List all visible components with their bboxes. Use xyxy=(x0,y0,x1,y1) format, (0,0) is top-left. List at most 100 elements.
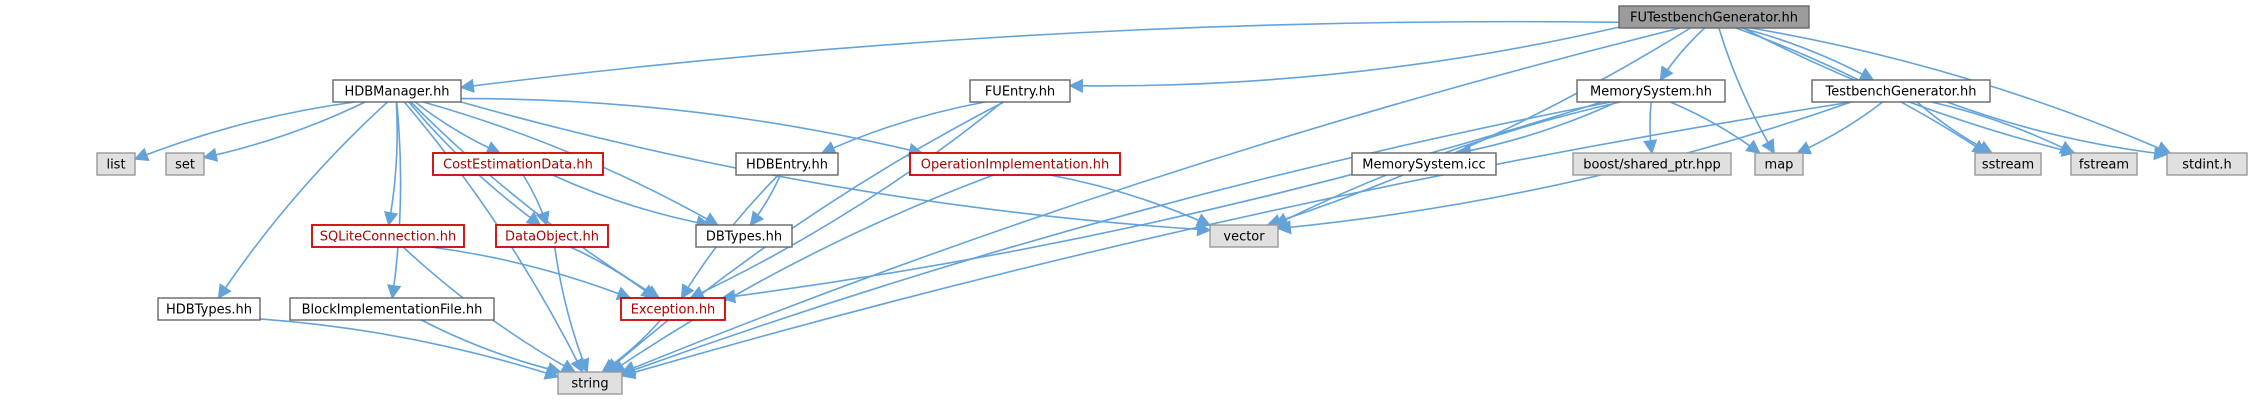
edge-testbenchgenerator-hh-to-string xyxy=(620,101,1852,380)
node-dbtypes-hh[interactable]: DBTypes.hh xyxy=(695,224,793,248)
edge-testbenchgenerator-hh-to-sstream xyxy=(1916,101,1994,154)
edge-hdbmanager-hh-to-costestimationdata-hh xyxy=(414,101,502,155)
node-label: DBTypes.hh xyxy=(706,230,782,245)
edge-memorysystem-hh-to-boost-shared-ptr-hpp xyxy=(1642,101,1658,155)
edge-fu-testbench-generator-hh-to-hdbmanager-hh xyxy=(459,20,1620,93)
edge-testbenchgenerator-hh-to-vector xyxy=(1276,101,1852,235)
edge-testbenchgenerator-hh-to-map xyxy=(1796,101,1884,155)
edge-operationimplementation-hh-to-string xyxy=(610,174,994,373)
node-fstream: fstream xyxy=(2070,152,2138,176)
node-testbenchgenerator-hh[interactable]: TestbenchGenerator.hh xyxy=(1811,79,1991,103)
edge-fu-testbench-generator-hh-to-memorysystem-hh xyxy=(1659,27,1706,82)
node-hdbtypes-hh[interactable]: HDBTypes.hh xyxy=(157,297,261,321)
node-box xyxy=(289,297,495,321)
node-vector: vector xyxy=(1209,224,1279,248)
edge-memorysystem-hh-to-string xyxy=(620,101,1612,377)
node-label: vector xyxy=(1223,230,1265,245)
node-exception-hh[interactable]: Exception.hh xyxy=(620,297,726,321)
node-label: map xyxy=(1765,158,1794,173)
node-box xyxy=(1974,152,2042,176)
edge-fu-testbench-generator-hh-to-fuentry-hh xyxy=(1068,26,1620,94)
edge-fu-testbench-generator-hh-to-testbenchgenerator-hh xyxy=(1741,27,1875,81)
node-label: MemorySystem.hh xyxy=(1590,85,1712,100)
node-memorysystem-hh[interactable]: MemorySystem.hh xyxy=(1576,79,1726,103)
node-box xyxy=(1576,79,1726,103)
node-label: DataObject.hh xyxy=(505,230,599,245)
node-box xyxy=(1209,224,1279,248)
node-label: Exception.hh xyxy=(631,303,716,318)
node-label: fstream xyxy=(2079,158,2129,173)
edge-hdbentry-hh-to-dbtypes-hh xyxy=(749,174,782,227)
edge-costestimationdata-hh-to-dbtypes-hh xyxy=(552,174,711,230)
edge-costestimationdata-hh-to-dataobject-hh xyxy=(522,174,550,227)
edge-exception-hh-to-string xyxy=(601,319,662,373)
node-box xyxy=(2070,152,2138,176)
node-string: string xyxy=(557,371,623,395)
edge-hdbmanager-hh-to-blockimplementationfile-hh xyxy=(387,101,402,300)
node-label: BlockImplementationFile.hh xyxy=(302,303,483,318)
edge-hdbmanager-hh-to-exception-hh xyxy=(410,101,661,299)
node-box xyxy=(695,224,793,248)
edge-dataobject-hh-to-string xyxy=(554,246,590,374)
node-label: TestbenchGenerator.hh xyxy=(1825,85,1977,100)
node-hdbmanager-hh[interactable]: HDBManager.hh xyxy=(332,79,462,103)
node-label: boost/shared_ptr.hpp xyxy=(1583,158,1721,173)
node-memorysystem-icc[interactable]: MemorySystem.icc xyxy=(1351,152,1497,176)
node-hdbentry-hh[interactable]: HDBEntry.hh xyxy=(735,152,839,176)
edge-fu-testbench-generator-hh-to-string xyxy=(620,27,1681,375)
node-label: sstream xyxy=(1982,158,2034,173)
node-costestimationdata-hh[interactable]: CostEstimationData.hh xyxy=(432,152,604,176)
node-box xyxy=(165,152,205,176)
node-box xyxy=(1811,79,1991,103)
node-operationimplementation-hh[interactable]: OperationImplementation.hh xyxy=(909,152,1121,176)
edge-dataobject-hh-to-exception-hh xyxy=(569,246,656,299)
edge-memorysystem-hh-to-memorysystem-icc xyxy=(1456,101,1618,158)
node-box xyxy=(1572,152,1732,176)
node-box xyxy=(1754,152,1804,176)
edge-fuentry-hh-to-hdbentry-hh xyxy=(820,101,986,155)
node-label: HDBTypes.hh xyxy=(166,303,252,318)
node-sqliteconnection-hh[interactable]: SQLiteConnection.hh xyxy=(311,224,465,248)
node-set: set xyxy=(165,152,205,176)
node-label: CostEstimationData.hh xyxy=(443,158,593,173)
node-label: HDBManager.hh xyxy=(344,85,449,100)
node-fu-testbench-generator-hh[interactable]: FUTestbenchGenerator.hh xyxy=(1618,5,1810,29)
edge-fuentry-hh-to-string xyxy=(605,101,1005,373)
node-box xyxy=(332,79,462,103)
node-box xyxy=(909,152,1121,176)
edge-fu-testbench-generator-hh-to-stdint-h xyxy=(1750,27,2172,155)
node-box xyxy=(735,152,839,176)
edge-hdbmanager-hh-to-hdbtypes-hh xyxy=(217,101,389,300)
edge-testbenchgenerator-hh-to-stdint-h xyxy=(1946,101,2169,161)
node-box xyxy=(620,297,726,321)
edge-blockimplementationfile-hh-to-string xyxy=(421,319,562,376)
node-box xyxy=(96,152,136,176)
node-blockimplementationfile-hh[interactable]: BlockImplementationFile.hh xyxy=(289,297,495,321)
node-boost-shared-ptr-hpp: boost/shared_ptr.hpp xyxy=(1572,152,1732,176)
node-box xyxy=(2166,152,2248,176)
edge-hdbmanager-hh-to-list xyxy=(133,101,355,162)
edge-hdbmanager-hh-to-set xyxy=(202,101,366,162)
node-box xyxy=(311,224,465,248)
edge-operationimplementation-hh-to-vector xyxy=(1049,174,1212,227)
node-stdint-h: stdint.h xyxy=(2166,152,2248,176)
edge-hdbmanager-hh-to-operationimplementation-hh xyxy=(460,97,924,157)
edge-hdbmanager-hh-to-sqliteconnection-hh xyxy=(383,101,399,227)
node-label: list xyxy=(106,158,125,173)
node-map: map xyxy=(1754,152,1804,176)
node-sstream: sstream xyxy=(1974,152,2042,176)
node-fuentry-hh[interactable]: FUEntry.hh xyxy=(969,79,1071,103)
node-label: MemorySystem.icc xyxy=(1362,158,1485,173)
node-label: string xyxy=(571,377,608,392)
edge-testbenchgenerator-hh-to-fstream xyxy=(1931,101,2075,154)
node-dataobject-hh[interactable]: DataObject.hh xyxy=(495,224,609,248)
edge-hdbtypes-hh-to-string xyxy=(259,318,560,380)
dependency-edges xyxy=(133,20,2172,380)
node-label: OperationImplementation.hh xyxy=(921,158,1110,173)
node-box xyxy=(1351,152,1497,176)
node-label: SQLiteConnection.hh xyxy=(320,230,457,245)
node-label: stdint.h xyxy=(2182,158,2231,173)
node-list: list xyxy=(96,152,136,176)
